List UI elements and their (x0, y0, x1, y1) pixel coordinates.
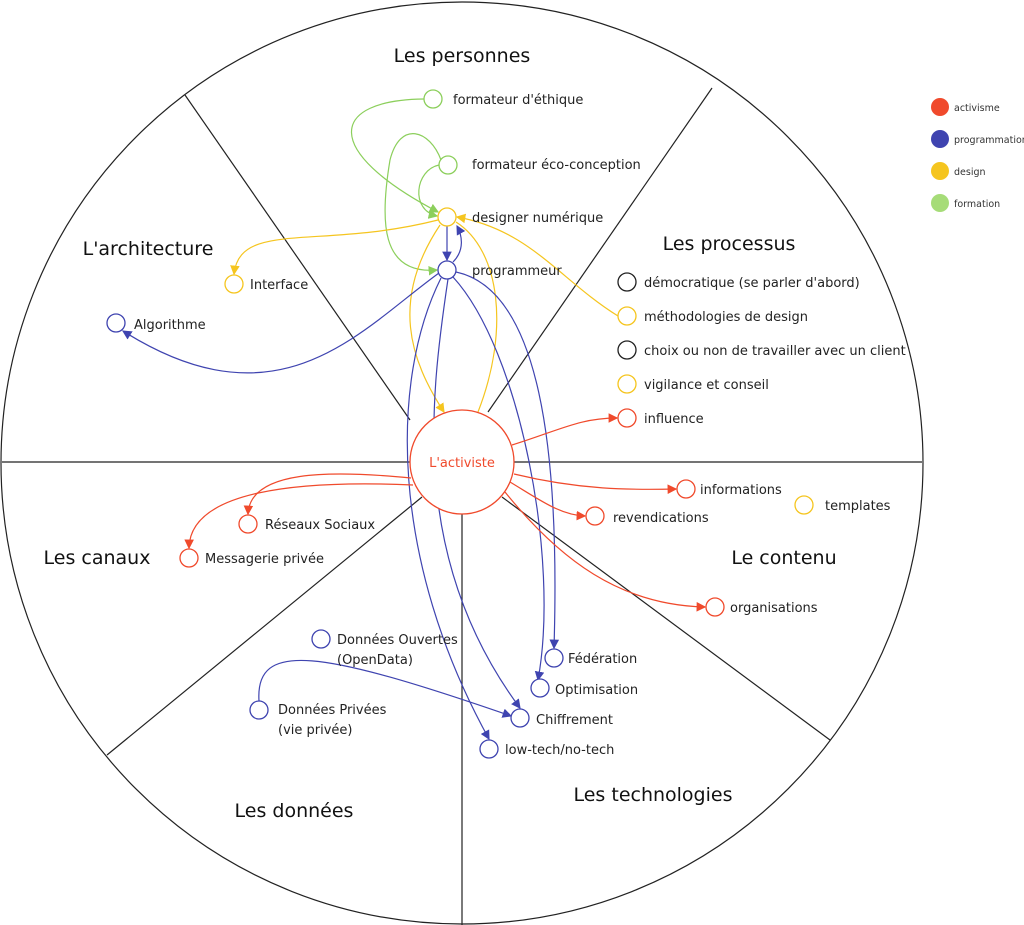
node-ouvertes: Données Ouvertes (337, 633, 458, 648)
node-ouvertes-sub: (OpenData) (337, 653, 413, 668)
legend: activisme programmation design formation (931, 98, 1024, 212)
legend-formation: formation (954, 199, 1000, 210)
edge-privees-chiffrement (258, 659, 513, 718)
node-lowtech: low-tech/no-tech (505, 743, 614, 758)
node-privees: Données Privées (278, 703, 387, 718)
node-eco: formateur éco-conception (472, 158, 641, 173)
node-templates: templates (825, 499, 891, 514)
section-technologies: Les technologies (573, 784, 732, 806)
edge-designer-interface (230, 219, 439, 276)
node-labels: formateur d'éthique formateur éco-concep… (134, 93, 906, 758)
outer-circle (0, 1, 924, 925)
center-label: L'activiste (429, 456, 495, 471)
node-federation: Fédération (568, 652, 637, 667)
edge-programmeur-designer (452, 224, 466, 263)
edge-programmeur-lowtech (406, 277, 490, 741)
section-labels: Les personnes L'architecture Les process… (44, 45, 837, 822)
edge-activiste-organisations (504, 491, 707, 612)
node-ethique: formateur d'éthique (453, 93, 583, 108)
legend-design: design (954, 167, 986, 178)
edge-programmeur-algorithme (121, 272, 440, 374)
node-revendications: revendications (613, 511, 709, 526)
legend-programmation: programmation (954, 135, 1024, 146)
section-canaux: Les canaux (44, 547, 151, 569)
node-messagerie: Messagerie privée (205, 552, 324, 567)
node-vigilance: vigilance et conseil (644, 378, 769, 393)
edge-activiste-informations (513, 473, 678, 494)
node-privees-sub: (vie privée) (278, 723, 352, 738)
node-methodologies: méthodologies de design (644, 310, 808, 325)
section-contenu: Le contenu (731, 547, 836, 569)
node-democratique: démocratique (se parler d'abord) (644, 276, 860, 291)
edge-programmeur-federation (455, 271, 560, 650)
node-chiffrement: Chiffrement (536, 713, 613, 728)
center-node: L'activiste (409, 409, 515, 515)
edge-methodo-designer (455, 213, 619, 317)
edge-designer-activiste (409, 224, 445, 414)
edge-activiste-designer (455, 221, 498, 413)
section-donnees: Les données (235, 800, 354, 822)
edge-eco-designer (418, 164, 440, 219)
edge-activiste-influence (511, 413, 619, 446)
node-interface: Interface (250, 278, 308, 293)
legend-activisme: activisme (954, 103, 1000, 114)
edge-activiste-reseaux (243, 473, 412, 516)
node-programmeur: programmeur (472, 264, 562, 279)
edges (121, 98, 707, 741)
section-architecture: L'architecture (83, 238, 214, 260)
node-informations: informations (700, 483, 782, 498)
edge-activiste-messagerie (184, 483, 414, 550)
node-reseaux: Réseaux Sociaux (265, 518, 375, 533)
node-designer: designer numérique (472, 211, 603, 226)
node-influence: influence (644, 412, 704, 427)
nodes (106, 89, 814, 759)
section-personnes: Les personnes (394, 45, 531, 67)
edge-ethique-designer (351, 98, 440, 213)
node-choix: choix ou non de travailler avec un clien… (644, 344, 906, 359)
section-processus: Les processus (663, 233, 796, 255)
node-organisations: organisations (730, 601, 818, 616)
edge-eco-programmeur (384, 133, 442, 276)
node-algorithme: Algorithme (134, 318, 206, 333)
edge-programmeur-optimisation (452, 276, 545, 682)
node-optimisation: Optimisation (555, 683, 638, 698)
edge-activiste-revendications (509, 481, 587, 521)
